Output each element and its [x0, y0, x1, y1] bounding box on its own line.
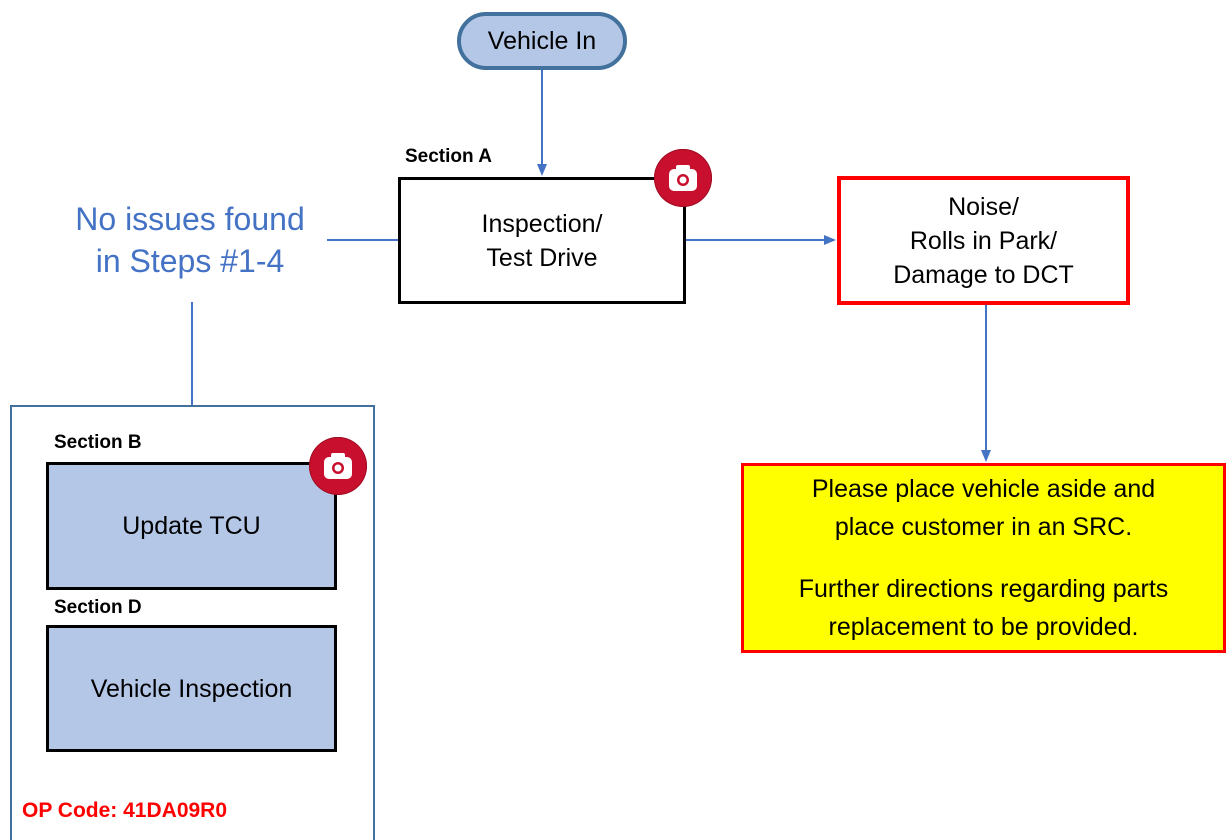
noise-box: Noise/ Rolls in Park/ Damage to DCT: [837, 176, 1130, 305]
op-code: OP Code: 41DA09R0: [22, 799, 228, 822]
instruction-line1: Please place vehicle aside and: [811, 475, 1156, 503]
instruction-line2: place customer in an SRC.: [834, 513, 1133, 541]
section-a-line1: Inspection/: [481, 209, 603, 238]
camera-icon: [309, 437, 367, 495]
inspection-test-drive-box: Inspection/ Test Drive: [398, 177, 686, 304]
start-node: Vehicle In: [457, 12, 627, 70]
no-issues-line1: No issues found: [75, 201, 305, 237]
noise-line1: Noise/: [948, 192, 1019, 221]
vehicle-inspection-label: Vehicle Inspection: [90, 674, 293, 703]
noise-line3: Damage to DCT: [893, 260, 1074, 289]
instruction-line3: Further directions regarding parts: [798, 575, 1169, 603]
no-issues-line2: in Steps #1-4: [95, 243, 285, 279]
camera-icon: [654, 149, 712, 207]
vehicle-inspection-box: Vehicle Inspection: [46, 625, 337, 752]
section-a-line2: Test Drive: [486, 243, 598, 272]
update-tcu-label: Update TCU: [122, 512, 261, 540]
instruction-line4: replacement to be provided.: [828, 613, 1139, 641]
no-issues-note: No issues found in Steps #1-4: [40, 198, 340, 282]
update-tcu-box: Update TCU: [46, 462, 337, 590]
section-b-label: Section B: [54, 432, 142, 453]
noise-line2: Rolls in Park/: [909, 226, 1058, 255]
start-label: Vehicle In: [487, 26, 597, 55]
section-d-label: Section D: [54, 597, 142, 618]
instruction-box: Please place vehicle aside and place cus…: [741, 463, 1226, 653]
section-a-label: Section A: [405, 146, 492, 167]
